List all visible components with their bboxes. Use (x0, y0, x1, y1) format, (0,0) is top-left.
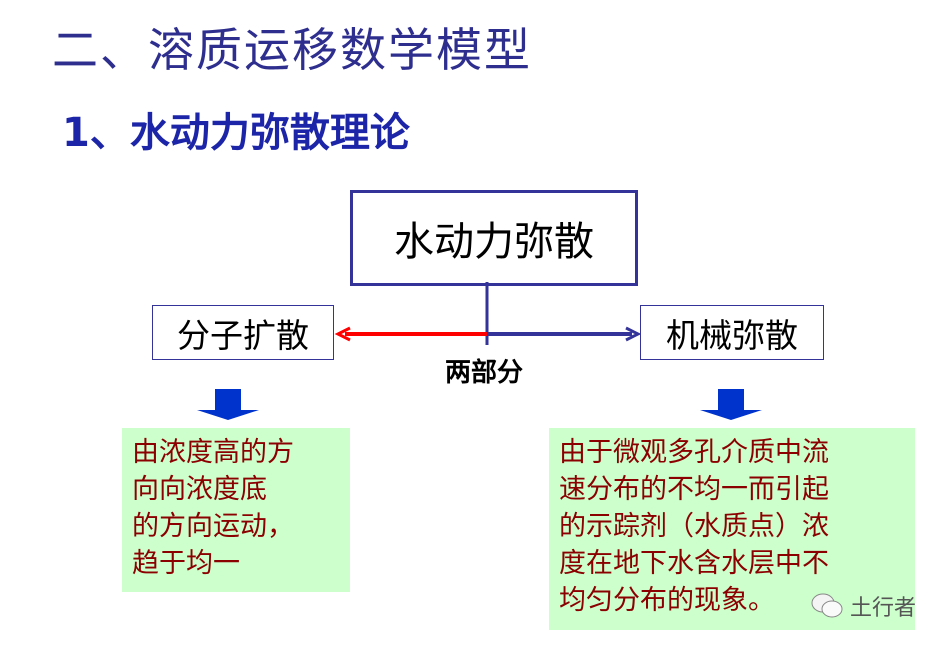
desc-line: 由于微观多孔介质中流 (559, 437, 829, 468)
watermark: 土行者 (810, 590, 916, 622)
desc-line: 度在地下水含水层中不 (559, 548, 829, 579)
desc-line: 趋于均一 (132, 548, 240, 579)
root-node-label: 水动力弥散 (394, 219, 594, 265)
desc-line: 向向浓度底 (132, 474, 267, 505)
connector-label: 两部分 (445, 358, 524, 388)
desc-line: 的方向运动， (132, 511, 294, 542)
desc-line: 速分布的不均一而引起 (559, 474, 829, 505)
left-arrow-head (334, 326, 351, 342)
wechat-icon (811, 593, 843, 618)
molecular-diffusion-node: 分子扩散 (152, 305, 334, 360)
slide-title: 二、溶质运移数学模型 (52, 23, 532, 77)
mechanical-dispersion-label: 机械弥散 (666, 315, 798, 355)
watermark-text: 土行者 (850, 596, 917, 621)
root-node: 水动力弥散 (350, 190, 638, 286)
desc-line: 由浓度高的方 (132, 437, 294, 468)
molecular-diffusion-description: 由浓度高的方 向向浓度底 的方向运动， 趋于均一 (122, 428, 350, 592)
right-arrow-head (625, 326, 642, 342)
mechanical-dispersion-description: 由于微观多孔介质中流 速分布的不均一而引起 的示踪剂（水质点）浓 度在地下水含水… (549, 428, 915, 630)
molecular-diffusion-label: 分子扩散 (177, 315, 309, 355)
mechanical-dispersion-node: 机械弥散 (640, 305, 824, 360)
desc-line: 的示踪剂（水质点）浓 (559, 511, 829, 542)
slide-subtitle: 1、水动力弥散理论 (62, 110, 410, 156)
desc-line: 均匀分布的现象。 (559, 585, 775, 616)
left-down-arrow (197, 389, 259, 420)
right-down-arrow (700, 389, 762, 420)
